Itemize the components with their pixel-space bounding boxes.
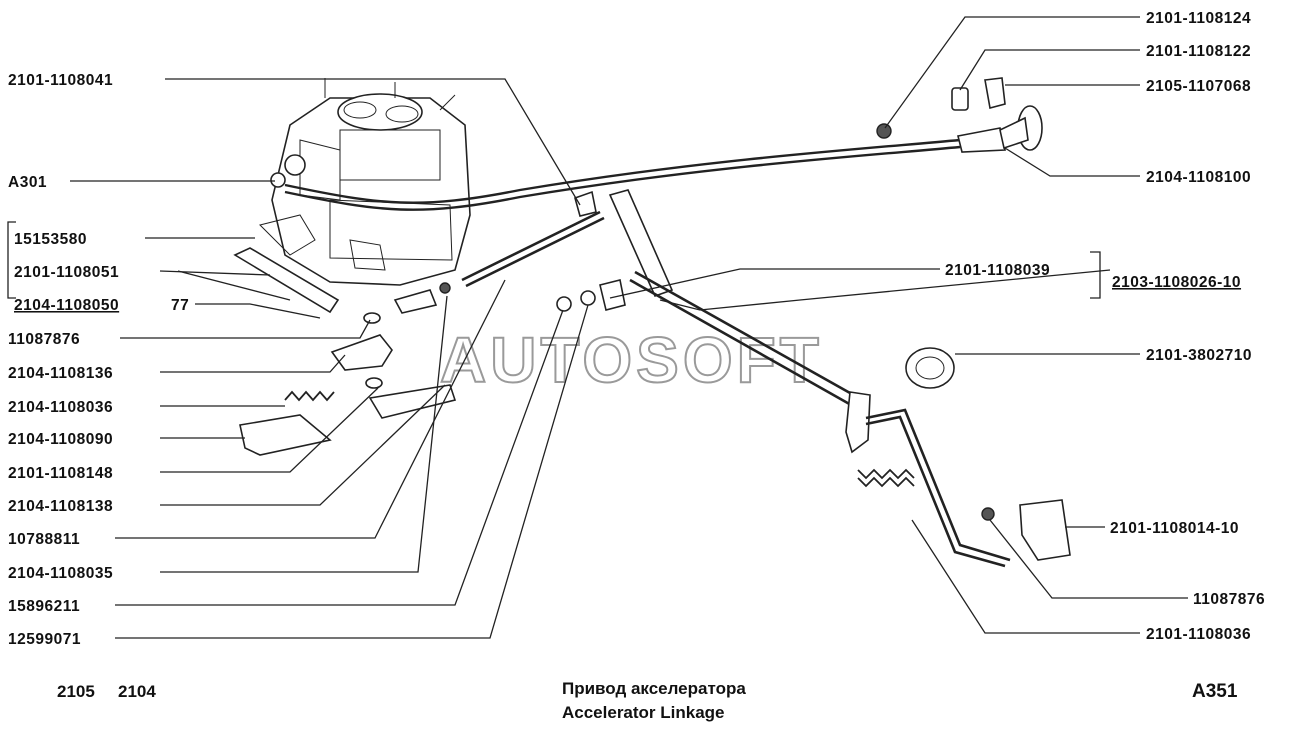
label-2101-3802710: 2101-3802710 (1146, 347, 1252, 364)
label-15153580: 15153580 (14, 231, 87, 248)
footer-sheet-number: A351 (1192, 681, 1238, 702)
throttle-cable (284, 105, 1043, 211)
cable-grommet (876, 123, 892, 139)
return-spring (857, 468, 915, 488)
label-a301: A301 (8, 174, 47, 191)
pedal-lever-assembly (556, 189, 1071, 568)
label-2101-1108039: 2101-1108039 (945, 262, 1050, 279)
label-2104-1108035: 2104-1108035 (8, 565, 113, 582)
small-spring (284, 390, 335, 402)
label-2101-1108122: 2101-1108122 (1146, 43, 1251, 60)
label-2104-1108036: 2104-1108036 (8, 399, 113, 416)
label-2101-1108051: 2101-1108051 (14, 264, 119, 281)
left-part-labels: 2101-1108041 A301 15153580 2101-1108051 … (8, 72, 189, 648)
label-2104-1108138: 2104-1108138 (8, 498, 113, 515)
linkage-small-parts (233, 247, 457, 456)
label-77: 77 (171, 297, 189, 314)
label-11087876-left: 11087876 (8, 331, 80, 348)
label-12599071: 12599071 (8, 631, 81, 648)
label-2101-1108124: 2101-1108124 (1146, 10, 1251, 27)
watermark: AUTOSOFT (440, 324, 823, 396)
label-2104-1108136: 2104-1108136 (8, 365, 113, 382)
label-2104-1108100: 2104-1108100 (1146, 169, 1251, 186)
footer: 2105 2104 Привод акселератора Accelerato… (57, 679, 1238, 722)
footer-title-ru: Привод акселератора (562, 679, 746, 698)
carburetor-drawing (259, 78, 471, 286)
label-2101-1108148: 2101-1108148 (8, 465, 113, 482)
connecting-rod (461, 190, 605, 288)
footer-model-2105: 2105 (57, 682, 95, 701)
cable-clip-pair (951, 77, 1006, 111)
label-10788811: 10788811 (8, 531, 80, 548)
footer-title-en: Accelerator Linkage (562, 703, 725, 722)
label-11087876-right: 11087876 (1193, 591, 1265, 608)
left-leader-lines (7, 78, 589, 639)
label-2104-1108090: 2104-1108090 (8, 431, 113, 448)
footer-model-2104: 2104 (118, 682, 156, 701)
label-2101-1108041: 2101-1108041 (8, 72, 113, 89)
label-2105-1107068: 2105-1107068 (1146, 78, 1251, 95)
label-2101-1108036: 2101-1108036 (1146, 626, 1251, 643)
label-2103-1108026-10: 2103-1108026-10 (1112, 274, 1241, 291)
label-15896211: 15896211 (8, 598, 80, 615)
label-2101-1108014-10: 2101-1108014-10 (1110, 520, 1239, 537)
right-leader-lines (609, 16, 1188, 634)
right-part-labels: 2101-1108124 2101-1108122 2105-1107068 2… (945, 10, 1265, 643)
label-2104-1108050: 2104-1108050 (14, 297, 119, 314)
